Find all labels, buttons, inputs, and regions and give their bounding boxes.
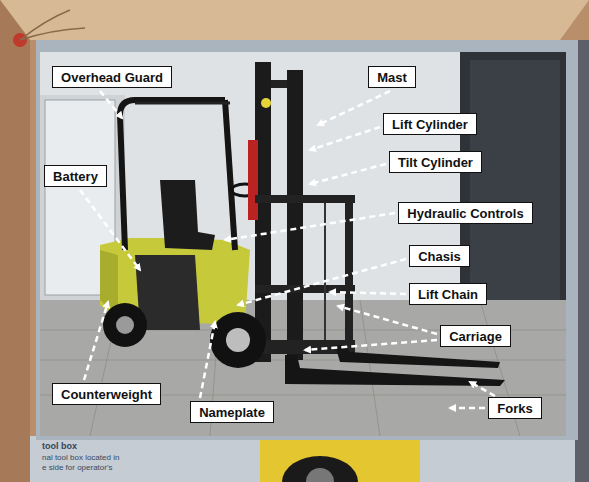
callout-box: Nameplate	[190, 401, 274, 423]
callout-box: Tilt Cylinder	[389, 151, 482, 173]
part-name: Lift Chain	[412, 287, 484, 302]
callout-box: Overhead Guard	[52, 66, 172, 88]
callout-box: Hydraulic Controls	[398, 202, 533, 224]
part-name: Forks	[491, 401, 538, 416]
part-name: Hydraulic Controls	[401, 206, 529, 221]
panel-text: tool box	[42, 442, 77, 451]
panel-text: nal tool box located in	[42, 453, 119, 462]
part-name: Mast	[371, 70, 413, 85]
callout-box: Chasis	[409, 245, 470, 267]
callout-box: Mast	[368, 66, 416, 88]
part-name: Lift Cylinder	[386, 117, 474, 132]
part-name: Chasis	[412, 249, 467, 264]
part-name: Tilt Cylinder	[392, 155, 479, 170]
callout-box: Lift Cylinder	[383, 113, 477, 135]
callout-box: Counterweight	[52, 383, 161, 405]
part-name: Battery	[47, 169, 104, 184]
part-name: Carriage	[443, 329, 508, 344]
callout-box: Battery	[44, 165, 107, 187]
callout-box: Forks	[488, 397, 542, 419]
part-name: Counterweight	[55, 387, 158, 402]
callout-box: Carriage	[440, 325, 511, 347]
part-name: Nameplate	[193, 405, 271, 420]
callout-box: Lift Chain	[409, 283, 487, 305]
panel-text: e side for operator's	[42, 463, 112, 472]
part-name: Overhead Guard	[55, 70, 169, 85]
